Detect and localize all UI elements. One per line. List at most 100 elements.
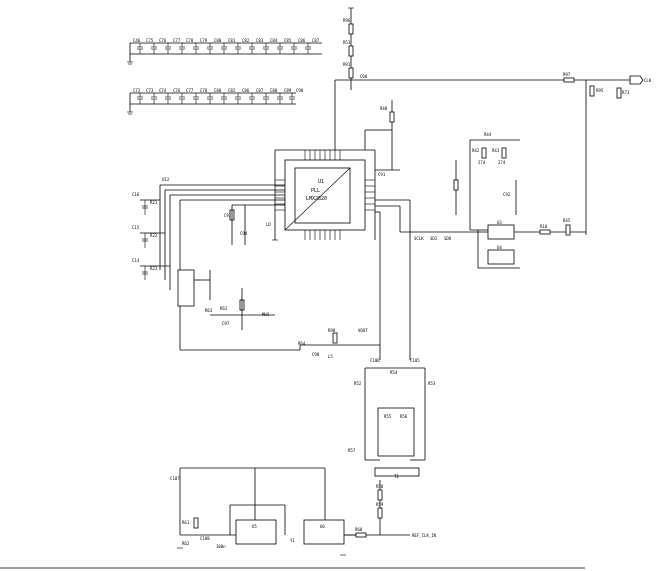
c-top-label: C68 — [360, 74, 368, 79]
r58-label: R58 — [376, 484, 384, 489]
out-label: CLK — [644, 78, 652, 83]
cap-ref: C76 — [173, 88, 181, 93]
r-mid2: R63 — [205, 308, 213, 313]
ref-out-label: REF_CLK_IN — [412, 533, 437, 538]
r-low1: R98 — [328, 328, 336, 333]
mid-left-passives: C93 C94 R62 R63 C97 — [205, 204, 285, 330]
u4-label: U4 — [497, 245, 502, 250]
sclk-label: SCLK — [414, 236, 424, 241]
cap-bank-row-1: C46 C75 C76 C77 C78 C79 C80 C81 C82 C83 … — [127, 38, 322, 65]
vout-label: VOUT — [358, 328, 368, 333]
r-left2: R22 — [150, 233, 158, 238]
cap-ref: C81 — [228, 38, 236, 43]
cap-ref: C82 — [242, 38, 250, 43]
cap-ref: C46 — [133, 38, 141, 43]
u6-label: U6 — [320, 524, 325, 529]
l-low: L5 — [328, 354, 333, 359]
control-signals: SCLK SDI SDO LD VOUT MUX — [262, 199, 452, 360]
sdo-label: SDO — [444, 236, 452, 241]
r45-label: R45 — [563, 218, 571, 223]
t1-label: T1 — [394, 474, 399, 479]
right-top-output: R97 R95 R73 CLK — [563, 72, 652, 235]
u3-u4: U3 U4 R10 R45 — [400, 218, 586, 269]
r-mid1: R62 — [220, 306, 228, 311]
r-top2-label: R53 — [343, 40, 351, 45]
cap-ref: C86 — [242, 88, 250, 93]
r62-label: R62 — [182, 541, 190, 546]
cap-ref: C89 — [284, 88, 292, 93]
cap-ref: C87 — [312, 38, 320, 43]
r54-label: R54 — [390, 370, 398, 375]
cap-ref: C82 — [228, 88, 236, 93]
c-left1: C16 — [132, 192, 140, 197]
r56-label: R56 — [400, 414, 408, 419]
c-low1: C97 — [222, 321, 230, 326]
cap-ref: C90 — [296, 88, 304, 93]
cap-ref: C76 — [159, 38, 167, 43]
r-right-label: R97 — [563, 72, 571, 77]
cap-ref: C75 — [146, 38, 154, 43]
r-left3: R23 — [150, 266, 158, 271]
r-far-right-label: R73 — [622, 90, 630, 95]
c-mid2: C94 — [240, 231, 248, 236]
cap-ref: C83 — [256, 38, 264, 43]
r42-value: 274 — [478, 160, 486, 165]
r52-label: R52 — [354, 381, 362, 386]
cap-ref: C84 — [270, 38, 278, 43]
c108-label: C108 — [200, 536, 210, 541]
r-left1: R21 — [150, 200, 158, 205]
r48-label: R48 — [380, 106, 388, 111]
c105-label: C105 — [410, 358, 420, 363]
u3-label: U3 — [497, 220, 502, 225]
cap-ref: C80 — [214, 88, 222, 93]
cap-ref: C72 — [133, 88, 141, 93]
cap-ref: C85 — [284, 38, 292, 43]
main-ic: PLL LMX2820 U1 — [272, 149, 376, 241]
c91-label: C91 — [378, 172, 386, 177]
mux-label: MUX — [262, 312, 270, 317]
balun-section: C106 C105 R52 R53 R54 R55 R56 T1 R57 R58… — [345, 358, 437, 538]
c106-label: C106 — [370, 358, 380, 363]
cap-ref: C80 — [214, 38, 222, 43]
oscillator-block: U5 U6 Y1 C107 C108 R61 R62 100n — [170, 467, 356, 556]
u5-label: U5 — [252, 524, 257, 529]
c92-label: C92 — [503, 192, 511, 197]
top-resistor-chain: R96 R53 R91 C68 — [334, 7, 630, 150]
r44-block: R44 R42 R43 274 274 C92 — [453, 132, 520, 230]
r59-label: R59 — [376, 502, 384, 507]
cap-ref: C78 — [186, 38, 194, 43]
r-right2-label: R95 — [596, 88, 604, 93]
r44-label: R44 — [484, 132, 492, 137]
c-left3: C14 — [132, 258, 140, 263]
cap-ref: C77 — [186, 88, 194, 93]
cap-ref: C88 — [270, 88, 278, 93]
u-left-label: U12 — [162, 177, 170, 182]
cap-ref: C86 — [298, 38, 306, 43]
r42-label: R42 — [472, 148, 480, 153]
cap-ref: C79 — [200, 38, 208, 43]
r43-value: 274 — [498, 160, 506, 165]
ref-network: R48 C91 — [364, 100, 400, 177]
y1-label: Y1 — [290, 538, 295, 543]
cap-ref: C78 — [200, 88, 208, 93]
cap-bank-row-1-caps — [137, 43, 311, 54]
cap-ref: C77 — [173, 38, 181, 43]
cap-ref: C87 — [256, 88, 264, 93]
c-left2: C15 — [132, 225, 140, 230]
lower-loop: R98 R64 C98 L5 — [180, 328, 380, 359]
r-top-label: R96 — [343, 18, 351, 23]
c107-label: C107 — [170, 476, 180, 481]
sdi-label: SDI — [430, 236, 438, 241]
r57-label: R57 — [348, 448, 356, 453]
left-input-section: U12 C16 C15 C14 R21 R22 R23 — [132, 177, 285, 350]
ic-ref: U1 — [318, 179, 324, 185]
c-mid1: C93 — [224, 213, 232, 218]
r10-label: R10 — [540, 224, 548, 229]
r61-label: R61 — [182, 520, 190, 525]
ic-alt: PLL — [311, 188, 320, 194]
r55-label: R55 — [384, 414, 392, 419]
r-mid3: R64 — [298, 341, 306, 346]
cap-ref: C74 — [159, 88, 167, 93]
cap-bank-row-2: C72 C73 C74 C76 C77 C78 C80 C82 C86 C87 … — [127, 88, 304, 115]
